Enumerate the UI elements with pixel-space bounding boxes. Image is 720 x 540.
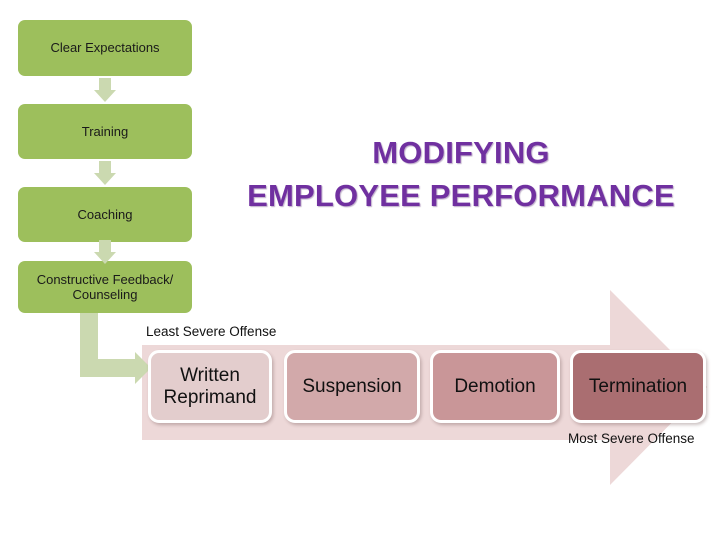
arrow-shaft (99, 240, 111, 253)
arrow-head (94, 90, 116, 102)
discipline-step-label: Suspension (302, 375, 402, 397)
discipline-step-demotion[interactable]: Demotion (430, 350, 560, 423)
discipline-step-suspension[interactable]: Suspension (284, 350, 420, 423)
process-step-label: Coaching (77, 206, 133, 222)
most-severe-offense-label: Most Severe Offense (568, 431, 695, 446)
process-step-clear-expectations[interactable]: Clear Expectations (18, 20, 192, 76)
process-step-coaching[interactable]: Coaching (18, 187, 192, 242)
least-severe-offense-label: Least Severe Offense (146, 324, 277, 339)
elbow-horizontal-segment (80, 359, 136, 377)
process-step-label: Constructive Feedback/ Counseling (36, 271, 174, 302)
page-title-line-1: MODIFYING (372, 135, 550, 170)
discipline-step-label: Termination (588, 375, 688, 397)
process-step-training[interactable]: Training (18, 104, 192, 159)
elbow-arrow-head (135, 352, 151, 384)
process-step-constructive-feedback[interactable]: Constructive Feedback/ Counseling (18, 261, 192, 313)
arrow-shaft (99, 78, 111, 91)
arrow-down-icon (94, 161, 116, 185)
arrow-down-icon (94, 78, 116, 102)
discipline-step-written-reprimand[interactable]: Written Reprimand (148, 350, 272, 423)
page-title-line-2: EMPLOYEE PERFORMANCE (247, 177, 675, 213)
discipline-step-termination[interactable]: Termination (570, 350, 706, 423)
arrow-down-icon (94, 240, 116, 264)
arrow-shaft (99, 161, 111, 174)
arrow-head (94, 252, 116, 264)
process-step-label: Clear Expectations (50, 40, 160, 56)
process-step-label: Training (81, 123, 129, 139)
discipline-step-label: Demotion (454, 375, 536, 397)
discipline-step-label: Written Reprimand (163, 365, 257, 408)
elbow-arrow-icon (80, 313, 170, 391)
arrow-head (94, 173, 116, 185)
page-title: MODIFYING EMPLOYEE PERFORMANCE (226, 132, 696, 218)
